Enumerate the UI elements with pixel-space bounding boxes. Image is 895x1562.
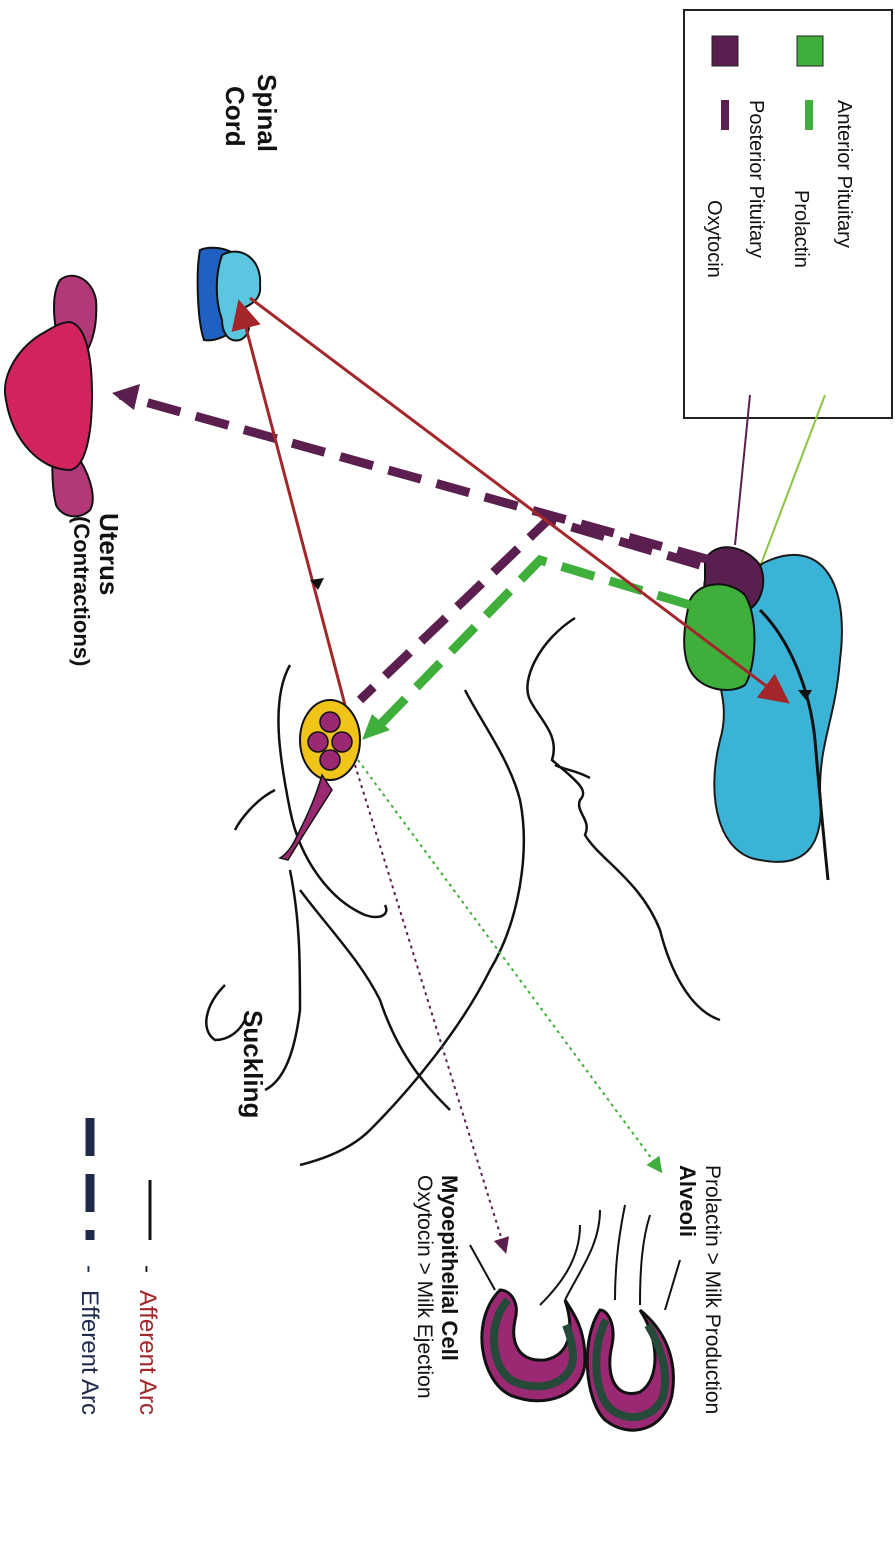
afferent-legend-dash: - [134, 1265, 161, 1273]
mother-infant-outline [206, 618, 720, 1165]
oxytocin-dash-swatch [721, 100, 729, 130]
legend-box: Anterior Pituitary Prolactin Posterior P… [684, 10, 892, 418]
prolactin-dotted-line [358, 760, 660, 1170]
uterus [5, 276, 96, 517]
anterior-pituitary [684, 584, 754, 690]
afferent-breast-to-cord [240, 305, 345, 705]
legend-prolactin: Prolactin [790, 190, 812, 268]
alveoli-label: Alveoli [675, 1165, 700, 1237]
spinal-cord-label-1: Spinal [252, 74, 282, 152]
efferent-legend-label: Efferent Arc [76, 1290, 103, 1415]
myoepithelial-label: Myoepithelial Cell [437, 1175, 462, 1361]
efferent-legend-dash: - [76, 1265, 103, 1273]
contractions-label: (Contractions) [69, 516, 94, 666]
legend-oxytocin: Oxytocin [703, 200, 725, 278]
alveoli-pointer [665, 1260, 680, 1310]
anterior-pituitary-swatch [797, 36, 823, 66]
uterus-label: Uterus [94, 513, 124, 595]
oxytocin-to-uterus-path [120, 395, 710, 560]
myoepithelial-pointer [470, 1245, 495, 1290]
posterior-pituitary-swatch [712, 36, 738, 66]
oxytocin-effect-label: Oxytocin > Milk Ejection [413, 1175, 436, 1399]
breast-lobule [280, 700, 360, 860]
suckling-label: Suckling [238, 1010, 268, 1118]
spinal-cord [198, 248, 261, 341]
spinal-cord-label-2: Cord [220, 86, 250, 147]
uterus-arrowhead [112, 384, 140, 410]
arc-legend: - Afferent Arc - Efferent Arc [76, 1118, 161, 1415]
alveolus-secretory [587, 1205, 673, 1430]
legend-posterior-pituitary: Posterior Pituitary [745, 100, 767, 258]
prolactin-effect-label: Prolactin > Milk Production [701, 1165, 724, 1414]
prolactin-dash-swatch [805, 100, 813, 130]
anterior-pointer-line [755, 395, 825, 580]
afferent-legend-label: Afferent Arc [134, 1290, 161, 1415]
legend-anterior-pituitary: Anterior Pituitary [833, 100, 855, 248]
alveolus-myoepithelial [482, 1210, 600, 1401]
